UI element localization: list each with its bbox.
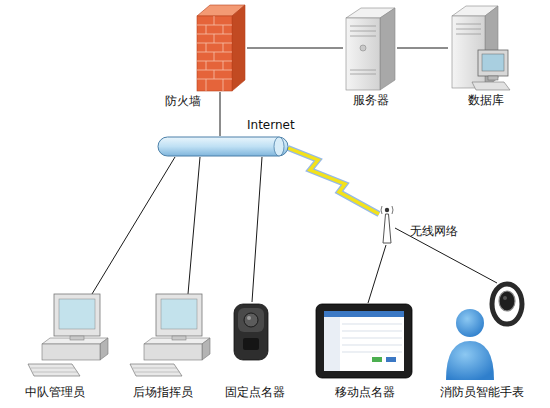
computer-icon (28, 294, 108, 376)
node-label: 移动点名器 (335, 385, 395, 399)
lightning-bolt (288, 148, 379, 214)
internet-bus (158, 137, 288, 156)
network-link (252, 157, 262, 302)
antenna-icon (381, 206, 393, 243)
connector-line (397, 48, 448, 49)
network-node: 中队管理员 (28, 294, 106, 376)
firefighter-watch-icon (446, 284, 522, 380)
node-label: 消防员智能手表 (440, 385, 524, 399)
database-icon (452, 6, 510, 90)
wireless-link (288, 148, 379, 214)
fixed-device-icon (234, 304, 268, 360)
connector-line (247, 48, 343, 49)
node-label: 数据库 (468, 93, 504, 107)
network-node: 移动点名器 (316, 303, 412, 379)
network-link (368, 245, 386, 303)
network-link (247, 48, 343, 49)
network-link (188, 157, 200, 294)
node-label: 防火墙 (165, 94, 201, 108)
bolt-shadow (288, 148, 379, 214)
connector-line (252, 157, 262, 302)
firewall-icon (197, 5, 245, 91)
network-node: 无线网络 (379, 203, 395, 245)
node-label: 服务器 (353, 93, 389, 107)
network-node: 后场指挥员 (128, 294, 210, 376)
network-link (397, 48, 448, 49)
node-label: Internet (247, 118, 295, 132)
network-node: 数据库 (448, 4, 512, 90)
network-node: Internet (158, 136, 288, 157)
server-icon (346, 8, 395, 90)
tablet-icon (316, 304, 412, 378)
network-node: 固定点名器 (232, 302, 270, 362)
node-label: 无线网络 (410, 224, 458, 238)
network-node: 防火墙 (195, 4, 247, 92)
network-node: 服务器 (343, 6, 397, 90)
node-label: 中队管理员 (25, 385, 85, 399)
connector-line (220, 92, 221, 136)
connector-line (92, 157, 175, 294)
network-node: 消防员智能手表 (445, 283, 530, 380)
connector-line (368, 245, 386, 303)
network-link (92, 157, 175, 294)
computer-icon (130, 294, 210, 376)
node-label: 后场指挥员 (133, 385, 193, 399)
node-label: 固定点名器 (225, 385, 285, 399)
connector-line (188, 157, 200, 294)
network-link (220, 92, 221, 136)
